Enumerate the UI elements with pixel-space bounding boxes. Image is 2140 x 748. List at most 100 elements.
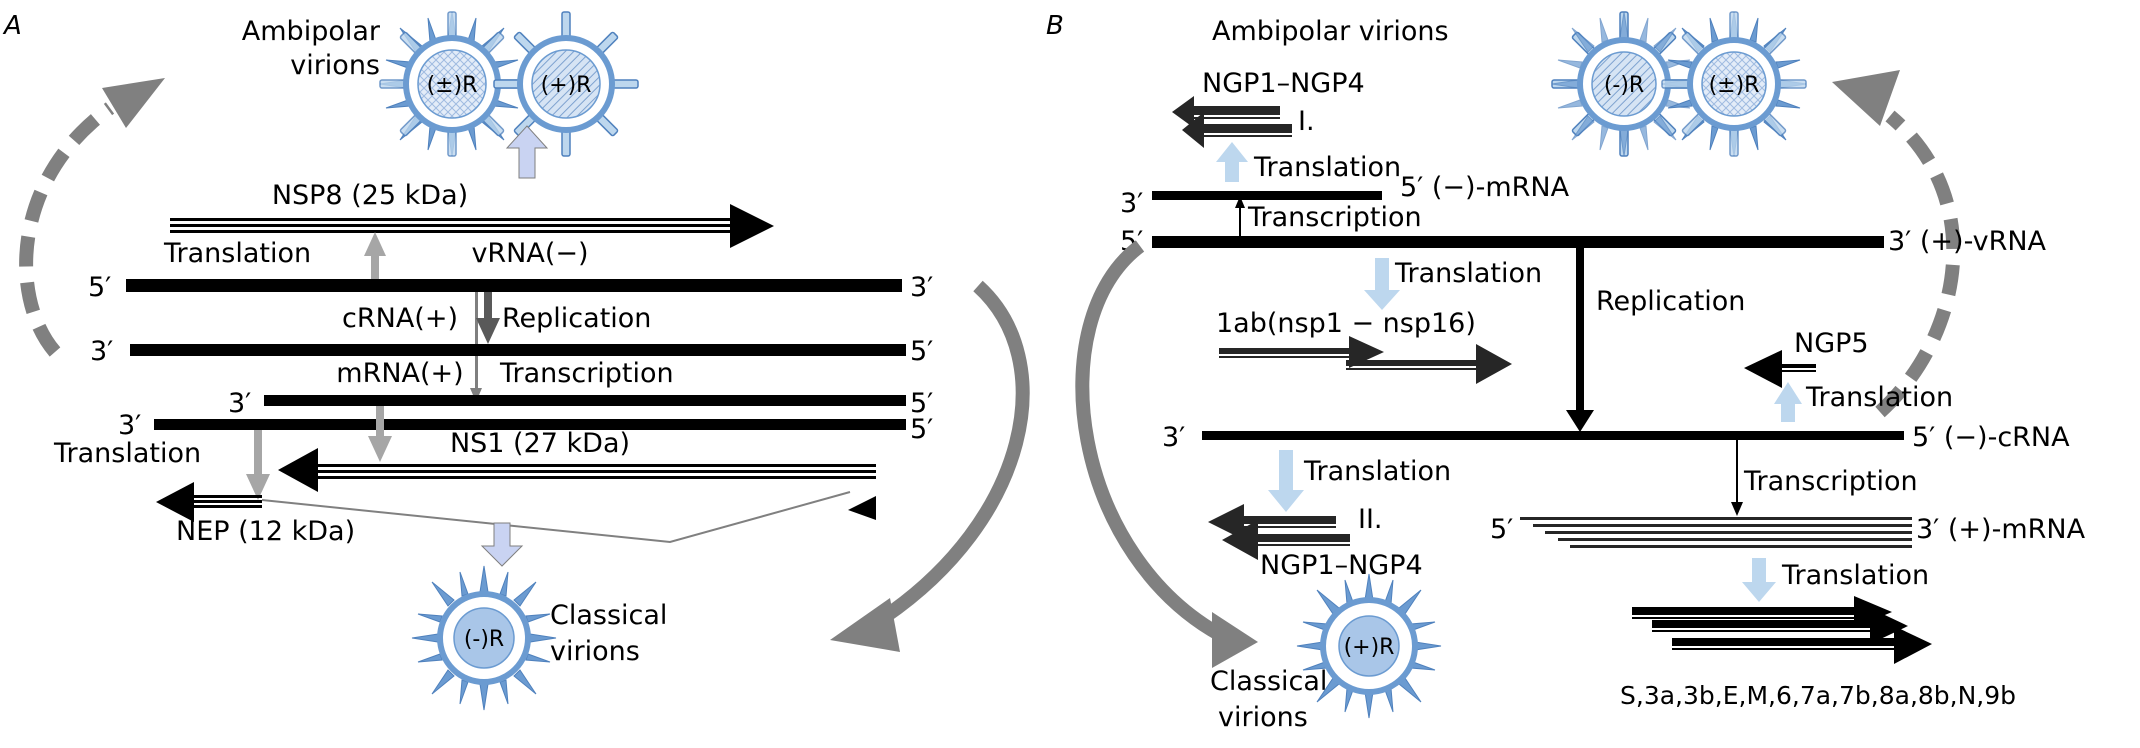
crna-strand: [130, 344, 906, 356]
classical-line1: Classical: [550, 600, 667, 631]
crna-label: cRNA(+): [342, 303, 458, 334]
virion-label: (±)R: [1709, 73, 1760, 98]
minus-mrna-label: 5′ (−)-mRNA: [1400, 172, 1570, 203]
structural-protein-arrows: [1632, 596, 1932, 664]
translation-top-label: Translation: [163, 238, 311, 269]
roman-one: I.: [1298, 106, 1315, 137]
mrna1-5-end: 5′: [910, 388, 933, 419]
ns1-translation-arrow: [368, 436, 392, 462]
classical-cycle-arrow: [876, 280, 1030, 626]
mrna-strand-2: [154, 419, 906, 430]
classical-cycle-arrow: [1075, 240, 1234, 647]
translation-up-arrow: [364, 232, 386, 256]
virion-label: (+)R: [1344, 635, 1395, 660]
nep-label: NEP (12 kDa): [176, 516, 355, 547]
ngp-bottom-label: NGP1–NGP4: [1260, 550, 1423, 581]
plus-vrna-label: 3′ (+)-vRNA: [1888, 226, 2047, 257]
polyprotein-arrows: [1219, 336, 1512, 384]
nsp8-protein-arrow: [170, 204, 774, 248]
ngp-top-label: NGP1–NGP4: [1202, 68, 1365, 99]
translation-bottom-label: Translation: [53, 438, 201, 469]
assembly-arrow-down: [480, 522, 524, 567]
assembly-arrow-up: [505, 125, 549, 179]
transcription-up-arrow: [1235, 196, 1245, 208]
mrna-strand-1: [264, 395, 906, 406]
classical-arrow-head: [1212, 612, 1258, 668]
vrna-3-end: 3′: [910, 272, 933, 303]
replication-arrow: [476, 318, 500, 344]
mrna2-3-end: 3′: [118, 410, 141, 441]
vrna-strand: [126, 279, 902, 292]
translation-3-label: Translation: [1805, 382, 1953, 413]
nep-translation-arrow: [246, 474, 270, 500]
nsp8-label: NSP8 (25 kDa): [272, 180, 468, 211]
virion-label: (-)R: [464, 627, 504, 652]
ngp5-label: NGP5: [1794, 328, 1869, 359]
virion-label: (±)R: [427, 73, 478, 98]
panel-a: A Ambipolar virions (±)R (+)R: [2, 11, 1030, 711]
ngp-bottom-arrows: [1208, 504, 1350, 560]
replication-label: Replication: [1596, 286, 1745, 317]
translation-down-arrow-2: [1364, 258, 1400, 310]
classical-line2: virions: [1218, 702, 1308, 733]
splice-line: [261, 491, 851, 544]
plus-vrna-strand: [1152, 236, 1884, 248]
crna-5-end: 5′: [910, 336, 933, 367]
dashed-arrow-head: [102, 78, 165, 128]
virion-classical: (+)R: [1296, 573, 1442, 719]
mrna-label: mRNA(+): [336, 358, 463, 389]
vrna-5-end: 5′: [88, 272, 111, 303]
crna-3-end: 3′: [90, 336, 113, 367]
translation-up-arrow-1: [1216, 142, 1248, 182]
transcription-down-arrow: [1731, 502, 1743, 516]
virion-ambipolar-minus: (-)R: [1551, 11, 1697, 157]
translation-up-arrow-3: [1774, 382, 1802, 422]
panel-b: B Ambipolar virions (-)R (±)R NGP1–NGP4: [1046, 11, 2086, 733]
virion-label: (-)R: [1604, 73, 1644, 98]
dashed-arrow-head: [1832, 70, 1900, 126]
translation-down-arrow-4: [1268, 450, 1304, 512]
ambipolar-title-line2: virions: [290, 50, 380, 81]
mrna2-5-end: 5′: [910, 414, 933, 445]
polyprotein-label: 1ab(nsp1 − nsp16): [1216, 308, 1476, 339]
proteins-label: S,3a,3b,E,M,6,7a,7b,8a,8b,N,9b: [1620, 681, 2016, 710]
mrna1-3-end: 3′: [228, 388, 251, 419]
translation-5-label: Translation: [1781, 560, 1929, 591]
minus-crna-label: 5′ (−)-cRNA: [1912, 422, 2070, 453]
roman-two: II.: [1358, 504, 1383, 535]
dashed-cycle-arrow: [1875, 110, 1961, 418]
virion-ambipolar-plus: (+)R: [493, 11, 639, 157]
transcription-1-label: Transcription: [1247, 202, 1422, 233]
ambipolar-title-line1: Ambipolar: [242, 16, 381, 47]
ns1-label: NS1 (27 kDa): [450, 428, 630, 459]
minus-crna-3-end: 3′: [1162, 422, 1185, 453]
panel-b-label: B: [1046, 11, 1064, 41]
transcription-2-label: Transcription: [1743, 466, 1918, 497]
minus-crna-strand: [1202, 431, 1904, 440]
dashed-cycle-arrow: [19, 102, 115, 357]
replication-arrow: [1566, 410, 1594, 432]
translation-1-label: Translation: [1253, 152, 1401, 183]
plus-mrna-5-end: 5′: [1490, 514, 1513, 545]
ngp5-arrow: [1744, 350, 1816, 388]
classical-line2: virions: [550, 636, 640, 667]
panel-a-label: A: [2, 11, 22, 41]
ngp-top-arrows: [1172, 96, 1292, 148]
classical-line1: Classical: [1210, 666, 1327, 697]
transcription-label: Transcription: [499, 358, 674, 389]
translation-down-arrow-5: [1742, 558, 1776, 602]
nep-protein-arrow: [156, 482, 262, 522]
replication-label: Replication: [502, 303, 651, 334]
classical-arrow-head: [830, 598, 900, 652]
virion-label: (+)R: [541, 73, 592, 98]
ns1-protein-arrow: [278, 448, 876, 520]
minus-mrna-3-end: 3′: [1120, 188, 1143, 219]
ambipolar-title: Ambipolar virions: [1212, 16, 1449, 47]
translation-4-label: Translation: [1303, 456, 1451, 487]
virion-ambipolar-pm: (±)R: [1661, 11, 1807, 157]
minus-mrna-strand: [1152, 191, 1382, 200]
plus-mrna-strands: [1520, 517, 1912, 548]
virion-classical: (-)R: [411, 565, 557, 711]
plus-mrna-label: 3′ (+)-mRNA: [1916, 514, 2086, 545]
